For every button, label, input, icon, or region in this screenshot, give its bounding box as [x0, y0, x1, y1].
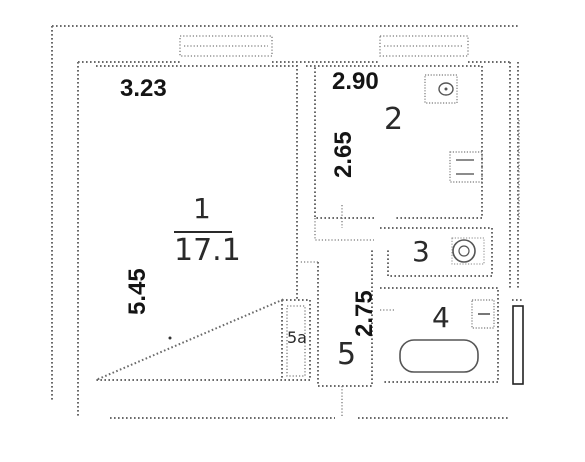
stove-icon [449, 151, 483, 183]
room-1-area: 17.1 [174, 233, 241, 268]
sink-icon [471, 299, 495, 329]
room-4-number: 4 [432, 301, 450, 334]
closet-5a-number: 5a [287, 328, 307, 347]
room-1-marker [168, 336, 172, 340]
room-1-number: 1 [193, 192, 211, 225]
window-room-1 [179, 35, 273, 57]
room-1-length-label: 5.45 [124, 268, 151, 315]
room-4-outline [380, 287, 499, 383]
room-1-width-label: 3.23 [120, 75, 167, 102]
washbasin-icon [451, 237, 485, 265]
room-2-number: 2 [384, 102, 404, 137]
corridor-5-number: 5 [337, 337, 357, 372]
bathtub-icon [399, 339, 479, 373]
room-1-outline [95, 65, 298, 381]
room-2-outline [306, 65, 483, 219]
room-2-width-label: 2.90 [332, 68, 379, 95]
adjacent-structure [512, 120, 524, 385]
closet-5a-outline [282, 299, 311, 381]
toilet-icon [424, 74, 458, 104]
room-3-number: 3 [412, 235, 430, 268]
window-room-2 [379, 35, 469, 57]
corridor-length-label: 2.75 [351, 290, 378, 337]
room-2-length-label: 2.65 [330, 131, 357, 178]
room-3-outline [380, 227, 493, 277]
outer-walls [51, 25, 519, 419]
